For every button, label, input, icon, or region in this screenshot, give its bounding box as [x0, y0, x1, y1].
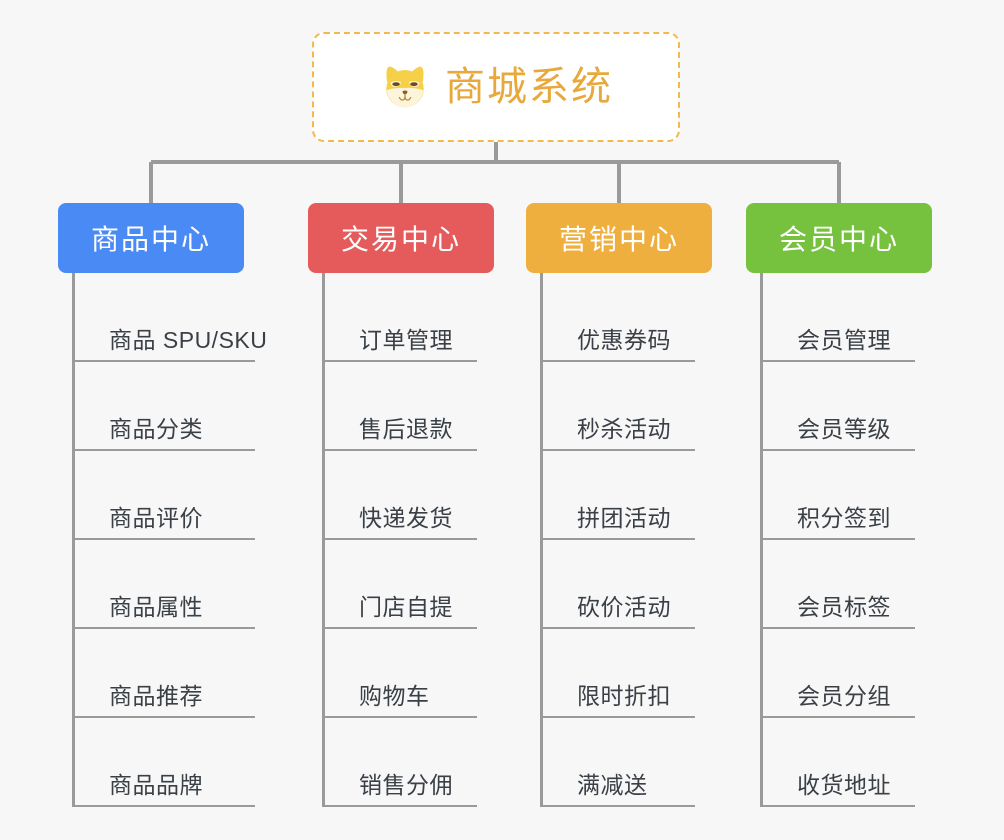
leaf-label: 商品品牌 [109, 772, 203, 799]
list-item[interactable]: 商品属性 [75, 540, 255, 629]
leaf-label: 积分签到 [797, 505, 891, 532]
list-item[interactable]: 满减送 [543, 718, 695, 807]
leaf-label: 秒杀活动 [577, 416, 671, 443]
branch-member-center: 会员中心 会员管理 会员等级 积分签到 会员标签 会员分组 收货地址 [746, 203, 932, 807]
leaf-label: 商品评价 [109, 505, 203, 532]
list-item[interactable]: 会员等级 [763, 362, 915, 451]
list-item[interactable]: 会员管理 [763, 273, 915, 362]
leaf-label: 砍价活动 [577, 594, 671, 621]
page-title: 商城系统 [445, 65, 613, 109]
list-item[interactable]: 会员标签 [763, 540, 915, 629]
leaf-label: 商品 SPU/SKU [109, 327, 268, 354]
list-item[interactable]: 订单管理 [325, 273, 477, 362]
leaf-label: 商品分类 [109, 416, 203, 443]
branch-header-trade-center[interactable]: 交易中心 [308, 203, 494, 273]
leaf-label: 售后退款 [359, 416, 453, 443]
list-item[interactable]: 商品品牌 [75, 718, 255, 807]
list-item[interactable]: 商品分类 [75, 362, 255, 451]
leaf-label: 会员管理 [797, 327, 891, 354]
list-item[interactable]: 门店自提 [325, 540, 477, 629]
leaf-label: 门店自提 [359, 594, 453, 621]
leaf-label: 优惠券码 [577, 327, 671, 354]
dog-face-icon [386, 66, 424, 108]
list-item[interactable]: 拼团活动 [543, 451, 695, 540]
leaf-label: 收货地址 [797, 772, 891, 799]
branch-marketing-center: 营销中心 优惠券码 秒杀活动 拼团活动 砍价活动 限时折扣 满减送 [526, 203, 712, 807]
leaf-label: 商品推荐 [109, 683, 203, 710]
root-node[interactable]: 商城系统 [312, 32, 680, 142]
branch-children-member-center: 会员管理 会员等级 积分签到 会员标签 会员分组 收货地址 [760, 273, 915, 807]
leaf-label: 满减送 [577, 772, 648, 799]
leaf-label: 会员标签 [797, 594, 891, 621]
list-item[interactable]: 销售分佣 [325, 718, 477, 807]
list-item[interactable]: 限时折扣 [543, 629, 695, 718]
leaf-label: 会员分组 [797, 683, 891, 710]
leaf-label: 商品属性 [109, 594, 203, 621]
list-item[interactable]: 商品评价 [75, 451, 255, 540]
leaf-label: 销售分佣 [359, 772, 453, 799]
branch-header-marketing-center[interactable]: 营销中心 [526, 203, 712, 273]
leaf-label: 购物车 [359, 683, 430, 710]
list-item[interactable]: 购物车 [325, 629, 477, 718]
branch-product-center: 商品中心 商品 SPU/SKU 商品分类 商品评价 商品属性 商品推荐 商品品牌 [58, 203, 267, 807]
list-item[interactable]: 收货地址 [763, 718, 915, 807]
list-item[interactable]: 积分签到 [763, 451, 915, 540]
list-item[interactable]: 会员分组 [763, 629, 915, 718]
leaf-label: 会员等级 [797, 416, 891, 443]
leaf-label: 拼团活动 [577, 505, 671, 532]
leaf-label: 订单管理 [359, 327, 453, 354]
branch-children-product-center: 商品 SPU/SKU 商品分类 商品评价 商品属性 商品推荐 商品品牌 [72, 273, 267, 807]
list-item[interactable]: 商品 SPU/SKU [75, 273, 267, 362]
branch-children-marketing-center: 优惠券码 秒杀活动 拼团活动 砍价活动 限时折扣 满减送 [540, 273, 695, 807]
list-item[interactable]: 快递发货 [325, 451, 477, 540]
branch-header-product-center[interactable]: 商品中心 [58, 203, 244, 273]
list-item[interactable]: 售后退款 [325, 362, 477, 451]
branch-trade-center: 交易中心 订单管理 售后退款 快递发货 门店自提 购物车 销售分佣 [308, 203, 494, 807]
list-item[interactable]: 优惠券码 [543, 273, 695, 362]
branch-children-trade-center: 订单管理 售后退款 快递发货 门店自提 购物车 销售分佣 [322, 273, 477, 807]
branch-header-member-center[interactable]: 会员中心 [746, 203, 932, 273]
list-item[interactable]: 秒杀活动 [543, 362, 695, 451]
list-item[interactable]: 砍价活动 [543, 540, 695, 629]
list-item[interactable]: 商品推荐 [75, 629, 255, 718]
leaf-label: 快递发货 [359, 505, 453, 532]
leaf-label: 限时折扣 [577, 683, 671, 710]
